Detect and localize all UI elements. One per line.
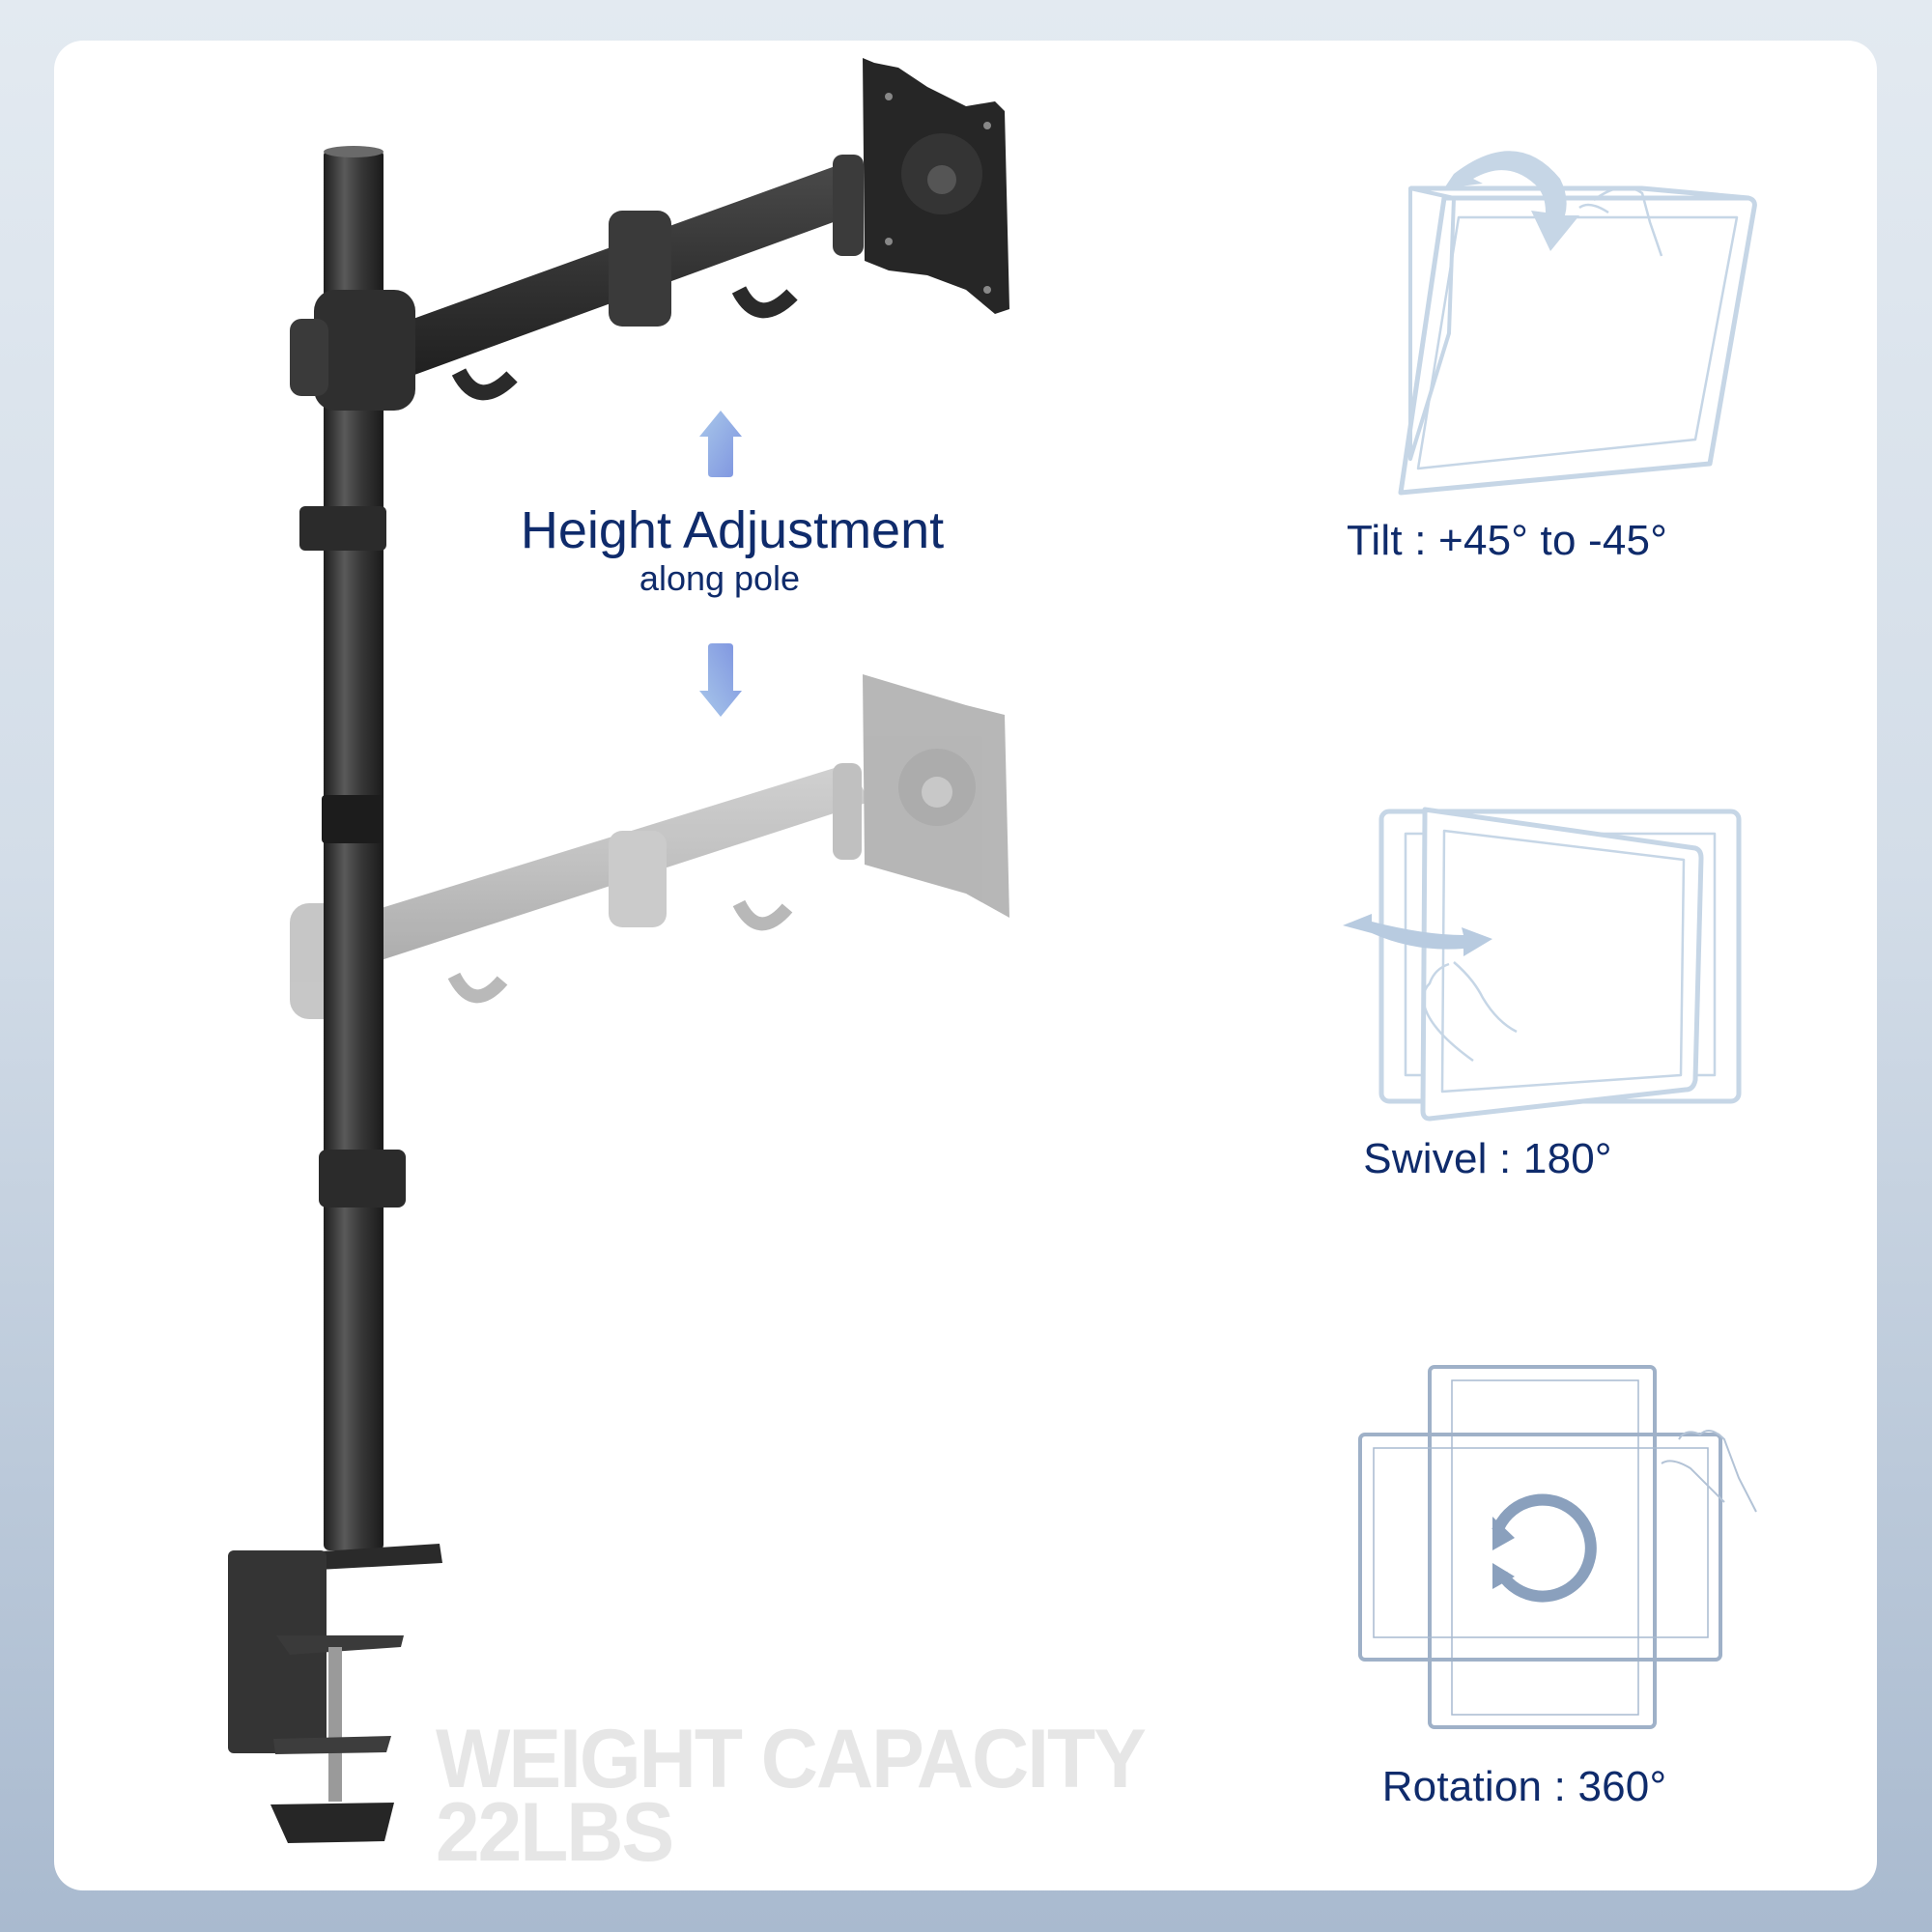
upper-arm (290, 58, 1009, 411)
weight-capacity-line1: WEIGHT CAPACITY (436, 1713, 1147, 1806)
lowered-arm-ghost (290, 674, 1009, 1019)
height-adjustment-subtitle: along pole (639, 558, 801, 598)
arrow-up-icon (699, 411, 742, 477)
tilt-label: Tilt : +45° to -45° (1346, 517, 1668, 564)
weight-capacity-line2: 22LBS (436, 1786, 674, 1879)
swivel-label: Swivel : 180° (1363, 1135, 1612, 1182)
swivel-monitor-icon (1343, 807, 1742, 1122)
weight-capacity-text: WEIGHT CAPACITY 22LBS (436, 1713, 1147, 1879)
rotation-label: Rotation : 360° (1381, 1763, 1667, 1810)
arrow-down-icon (699, 643, 742, 717)
desk-clamp (228, 1544, 442, 1843)
height-adjustment-title: Height Adjustment (520, 501, 945, 559)
rotation-monitor-icon (1358, 1365, 1757, 1729)
tilt-monitor-icon (1398, 151, 1757, 496)
